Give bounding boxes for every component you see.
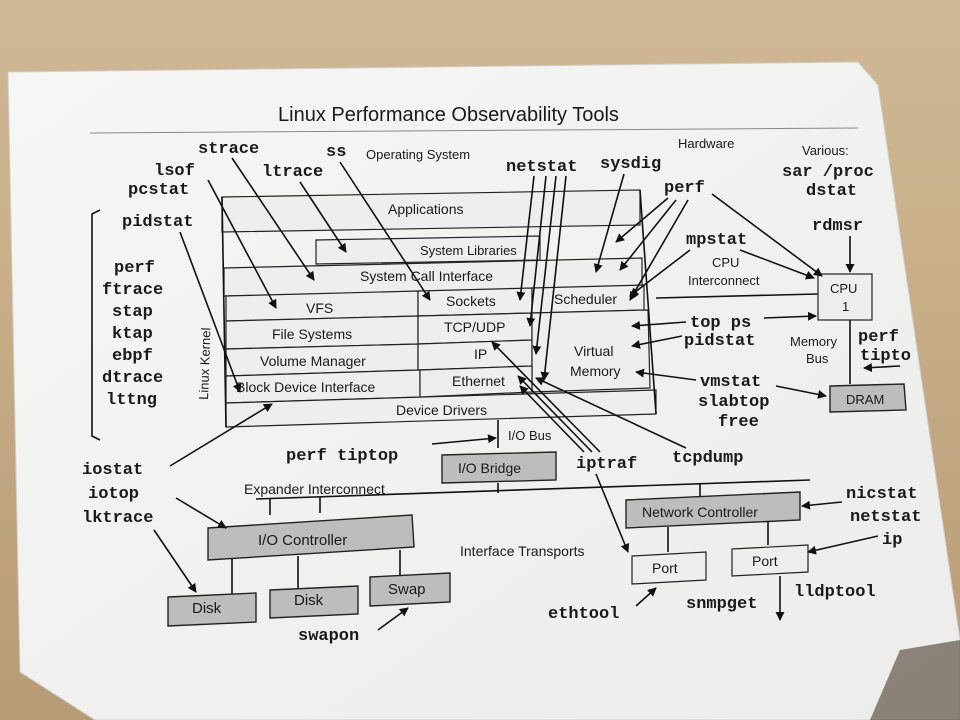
tool-iotop: iotop (88, 485, 139, 504)
applications-label: Applications (388, 201, 464, 217)
diagram-title: Linux Performance Observability Tools (278, 104, 619, 126)
tool-sysdig: sysdig (600, 155, 661, 174)
tool-perf-hw: perf (664, 179, 705, 198)
tool-tipto: tipto (860, 347, 911, 366)
sockets-label: Sockets (446, 293, 496, 309)
cpu-label-1: CPU (830, 281, 857, 296)
virtual-label: Virtual (574, 343, 613, 359)
tool-vmstat: vmstat (700, 373, 761, 392)
vfs-label: VFS (306, 300, 333, 316)
tool-ss: ss (326, 143, 346, 162)
tool-ebpf: ebpf (112, 347, 153, 366)
tool-ltrace: ltrace (262, 163, 323, 182)
tool-netstat-top: netstat (506, 158, 577, 177)
ethernet-label: Ethernet (452, 373, 505, 389)
memory-bus-label-2: Bus (806, 351, 829, 366)
device-drivers-label: Device Drivers (396, 402, 487, 418)
tool-pidstat-top: pidstat (122, 213, 193, 232)
tool-iostat: iostat (82, 461, 143, 480)
block-device-label: Block Device Interface (236, 379, 375, 395)
disk2-label: Disk (294, 592, 324, 609)
tool-netstat-right: netstat (850, 508, 921, 527)
port2-label: Port (752, 553, 778, 569)
expander-label: Expander Interconnect (244, 481, 385, 497)
tool-iptraf: iptraf (576, 455, 637, 474)
tool-free: free (718, 413, 759, 432)
tool-lttng: lttng (106, 391, 157, 410)
syscall-label: System Call Interface (360, 268, 493, 284)
tool-tcpdump: tcpdump (672, 449, 743, 468)
cpu-interconnect-label-2: Interconnect (688, 273, 760, 288)
tool-lldptool: lldptool (794, 583, 876, 602)
io-bridge-label: I/O Bridge (458, 460, 521, 476)
linux-kernel-label: Linux Kernel (196, 327, 214, 400)
tool-ip: ip (882, 531, 902, 550)
various-heading: Various: (802, 143, 849, 158)
memory-bus-label-1: Memory (790, 334, 837, 349)
interface-transports-label: Interface Transports (460, 543, 585, 559)
tool-lsof: lsof (154, 162, 195, 181)
dram-label: DRAM (846, 392, 884, 407)
tool-snmpget: snmpget (686, 595, 757, 614)
tool-rdmsr: rdmsr (812, 217, 863, 236)
tool-ftrace: ftrace (102, 281, 163, 300)
tool-ethtool: ethtool (548, 605, 619, 624)
tool-stap: stap (112, 303, 153, 322)
tool-pidstat-right: pidstat (684, 332, 755, 351)
tool-pcstat: pcstat (128, 181, 189, 200)
port1-label: Port (652, 560, 678, 576)
cpu-label-2: 1 (842, 299, 849, 314)
tool-nicstat: nicstat (846, 485, 917, 504)
system-libraries-label: System Libraries (420, 243, 517, 258)
io-controller-label: I/O Controller (258, 532, 347, 549)
tool-sar-proc: sar /proc (782, 163, 874, 182)
tool-strace: strace (198, 140, 259, 159)
tcp-udp-label: TCP/UDP (444, 319, 505, 335)
tool-slabtop: slabtop (698, 393, 769, 412)
swap-label: Swap (388, 581, 426, 598)
os-heading: Operating System (366, 147, 470, 162)
hardware-heading: Hardware (678, 136, 734, 151)
disk1-label: Disk (192, 600, 222, 617)
tool-top-ps: top ps (690, 314, 751, 333)
volume-manager-label: Volume Manager (260, 353, 366, 369)
tool-dtrace: dtrace (102, 369, 163, 388)
tool-perf-right: perf (858, 328, 899, 347)
network-controller-label: Network Controller (642, 504, 758, 520)
tool-mpstat: mpstat (686, 231, 747, 250)
io-bus-label: I/O Bus (508, 428, 552, 443)
tool-swapon: swapon (298, 627, 359, 646)
scheduler-label: Scheduler (554, 291, 617, 307)
memory-label: Memory (570, 363, 621, 379)
file-systems-label: File Systems (272, 326, 352, 342)
tool-perf-tiptop: perf tiptop (286, 447, 398, 466)
tool-ktap: ktap (112, 325, 153, 344)
ip-label: IP (474, 346, 487, 362)
tool-blktrace: lktrace (82, 509, 153, 528)
tool-perf-left: perf (114, 259, 155, 278)
cpu-interconnect-label-1: CPU (712, 255, 739, 270)
tool-dstat: dstat (806, 182, 857, 201)
